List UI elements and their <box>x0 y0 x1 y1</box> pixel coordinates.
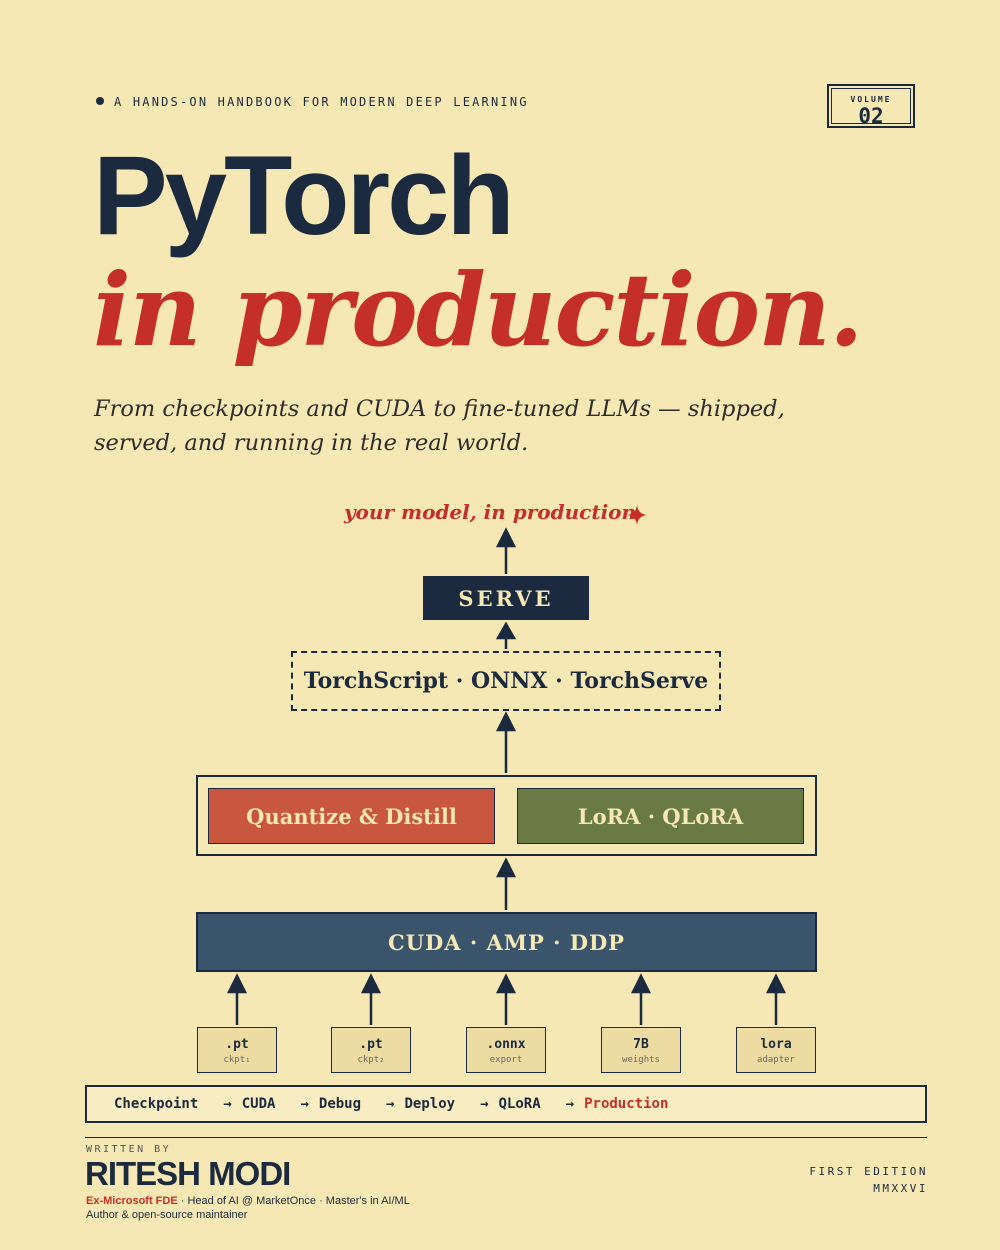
author-bio: Ex-Microsoft FDE · Head of AI @ MarketOn… <box>86 1195 410 1207</box>
flow-step: Debug <box>318 1096 362 1112</box>
export-label: TorchScript · ONNX · TorchServe <box>303 668 709 694</box>
footer-divider <box>85 1137 927 1138</box>
tagline: A HANDS-ON HANDBOOK FOR MODERN DEEP LEAR… <box>96 95 529 109</box>
subtitle: From checkpoints and CUDA to fine-tuned … <box>94 396 785 456</box>
quantize-box: Quantize & Distill <box>208 788 495 844</box>
bullet-dot-icon <box>96 97 104 105</box>
optimize-frame <box>196 775 817 856</box>
lora-label: LoRA · QLoRA <box>577 803 744 829</box>
arrow-head-icon <box>226 973 248 994</box>
destination-label: your model, in production <box>343 500 637 524</box>
arrow-head-icon <box>495 621 517 640</box>
author-name: RITESH MODI <box>85 1155 291 1192</box>
arrow-head-icon <box>630 973 652 994</box>
arrow-right-icon: → <box>300 1096 309 1112</box>
flow-step: Deploy <box>404 1096 456 1112</box>
edition-block: FIRST EDITION MMXXVI <box>809 1163 928 1197</box>
flow-strip: Checkpoint → CUDA → Debug → Deploy → QLo… <box>85 1085 927 1123</box>
input-sub: ckpt₁ <box>223 1055 251 1065</box>
serve-box: SERVE <box>423 576 589 620</box>
input-sub: weights <box>622 1055 660 1065</box>
author-bio-highlight: Ex-Microsoft FDE <box>86 1195 178 1207</box>
input-box-lora: lora adapter <box>736 1027 816 1073</box>
cuda-box: CUDA · AMP · DDP <box>196 912 817 972</box>
arrow-right-icon: → <box>480 1096 489 1112</box>
volume-badge: VOLUME 02 <box>827 84 915 128</box>
export-box: TorchScript · ONNX · TorchServe <box>291 651 721 711</box>
lora-box: LoRA · QLoRA <box>517 788 804 844</box>
written-by-label: WRITTEN BY <box>86 1144 172 1155</box>
input-main: .pt <box>225 1037 249 1052</box>
author-bio-line2: Author & open-source maintainer <box>86 1209 248 1221</box>
edition-label: FIRST EDITION <box>809 1165 928 1178</box>
arrow-head-icon <box>360 973 382 994</box>
title-secondary: in production. <box>93 251 864 369</box>
arrow-head-icon <box>765 973 787 994</box>
input-box-checkpoint-1: .pt ckpt₁ <box>197 1027 277 1073</box>
input-main: .onnx <box>486 1037 526 1052</box>
author-bio-rest: · Head of AI @ MarketOnce · Master's in … <box>177 1195 410 1207</box>
flow-step: CUDA <box>241 1096 276 1112</box>
input-box-weights: 7B weights <box>601 1027 681 1073</box>
input-sub: adapter <box>757 1055 795 1065</box>
arrow-right-icon: → <box>565 1096 575 1112</box>
tagline-text: A HANDS-ON HANDBOOK FOR MODERN DEEP LEAR… <box>114 95 529 109</box>
title-primary: PyTorch <box>93 133 515 258</box>
arrow-right-icon: → <box>223 1096 232 1112</box>
input-box-checkpoint-2: .pt ckpt₂ <box>331 1027 411 1073</box>
arrow-head-icon <box>495 857 517 878</box>
cuda-label: CUDA · AMP · DDP <box>388 929 625 955</box>
input-main: 7B <box>633 1037 649 1052</box>
arrow-right-icon: → <box>386 1096 395 1112</box>
arrow-head-icon <box>495 527 517 548</box>
edition-year: MMXXVI <box>873 1182 928 1195</box>
input-main: lora <box>760 1037 792 1052</box>
flow-step: QLoRA <box>498 1096 541 1112</box>
input-sub: export <box>489 1055 523 1065</box>
serve-label: SERVE <box>458 585 554 611</box>
flow-step-final: Production <box>584 1096 669 1112</box>
arrow-head-icon <box>495 711 517 732</box>
flow-step: Checkpoint <box>114 1096 199 1112</box>
arrow-head-icon <box>495 973 517 994</box>
input-main: .pt <box>359 1037 383 1052</box>
input-box-onnx: .onnx export <box>466 1027 546 1073</box>
sparkle-icon <box>627 505 647 525</box>
input-sub: ckpt₂ <box>357 1055 385 1065</box>
quantize-label: Quantize & Distill <box>246 803 457 829</box>
